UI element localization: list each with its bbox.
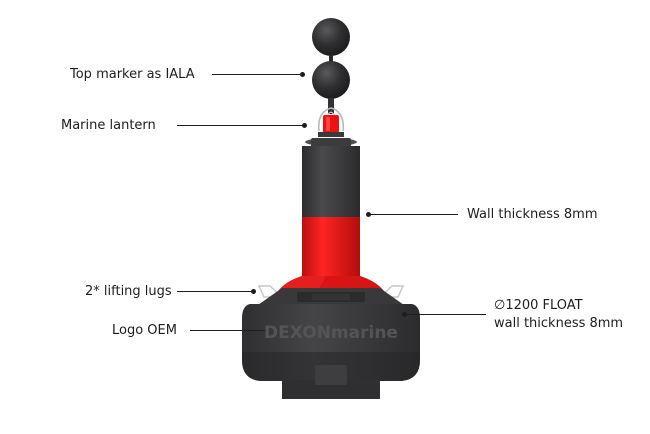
top-marker-upper-ball <box>312 18 350 56</box>
top-marker-connector <box>329 55 333 62</box>
marine-lantern <box>323 115 339 133</box>
tower-cap-collar <box>311 138 351 147</box>
lantern-highlight <box>326 117 330 131</box>
red-band <box>302 217 360 277</box>
lantern-cage <box>317 107 345 132</box>
cone-highlight <box>278 276 326 291</box>
label-marine-lantern: Marine lantern <box>61 118 156 133</box>
label-float-diameter: ∅1200 FLOAT <box>494 298 583 313</box>
float-skirt <box>282 380 380 399</box>
top-marker-lower-ball <box>312 61 350 99</box>
leader-lifting-lugs <box>177 291 254 292</box>
leader-dot-lifting-lugs <box>251 289 256 294</box>
label-lifting-lugs: 2* lifting lugs <box>85 284 172 299</box>
lantern-base <box>318 132 344 137</box>
red-transition-cone <box>278 276 384 291</box>
label-top-marker: Top marker as IALA <box>70 67 195 82</box>
leader-float <box>404 314 486 315</box>
label-logo-oem: Logo OEM <box>112 323 177 338</box>
label-wall-thickness: Wall thickness 8mm <box>467 207 598 222</box>
leader-top-marker <box>212 74 302 75</box>
leader-marine-lantern <box>177 125 304 126</box>
leader-wall <box>368 214 458 215</box>
label-float-wall: wall thickness 8mm <box>494 316 624 331</box>
deck-hatch-inner <box>312 294 350 300</box>
skirt-plate <box>315 365 347 385</box>
leader-logo-oem <box>190 330 265 331</box>
mast <box>328 98 334 114</box>
leader-dot-marine-lantern <box>302 123 307 128</box>
brand-logo: DEXONmarine <box>264 323 398 343</box>
leader-dot-top-marker <box>300 72 305 77</box>
tower-upper <box>302 146 360 218</box>
